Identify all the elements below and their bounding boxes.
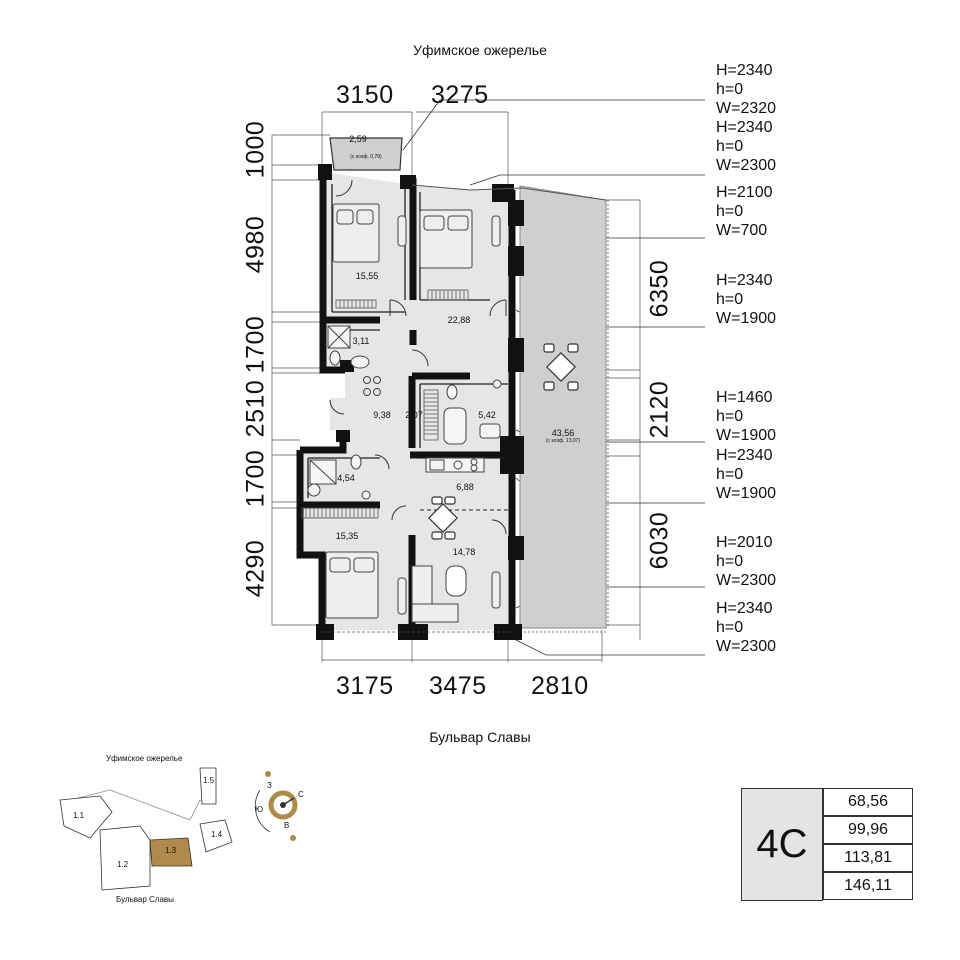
window-spec-7: H=2010 h=0 W=2300: [716, 534, 777, 589]
building-1-1: [59, 795, 113, 839]
minimap-label-1-5: 1.5: [203, 776, 215, 785]
doors: [329, 179, 507, 535]
dim-bottom-2: 3475: [429, 672, 487, 700]
apartment-card: 4С 68,56 99,96 113,81 146,11: [741, 788, 913, 902]
hall-circles: [363, 376, 381, 396]
window-spec-8: H=2340 h=0 W=2300: [716, 600, 777, 655]
apartment-floor: [300, 172, 512, 630]
window-spec-2: H=2340 h=0 W=2300: [716, 119, 777, 174]
dining-tables: [428, 343, 579, 540]
balcony-area: [329, 137, 403, 171]
area-value-4: 146,11: [823, 872, 913, 900]
closets: [301, 289, 469, 519]
compass-east: В: [284, 821, 290, 830]
street-bottom-label: Бульвар Славы: [429, 729, 531, 745]
room-area-terrace: 43,56: [551, 428, 575, 438]
dim-bottom-3: 2810: [531, 672, 589, 700]
window-spec-5: H=1460 h=0 W=1900: [716, 389, 777, 444]
terrace-area: [519, 185, 607, 629]
room-area-balcony: 2,59: [349, 134, 367, 144]
room-area-bedroom-3: 15,35: [335, 531, 359, 541]
room-area-bedroom-2: 22,88: [447, 315, 471, 325]
window-spec-6: H=2340 h=0 W=1900: [716, 447, 777, 502]
apartment-type: 4С: [756, 822, 808, 866]
room-area-bath-1: 3,11: [352, 336, 370, 346]
bath-fixtures: [307, 325, 502, 500]
building-1-3: [149, 837, 193, 867]
kitchen-counter: [425, 457, 485, 473]
room-area-living: 14,78: [452, 547, 476, 557]
room-note-terrace: (с коэф. 13,07): [545, 438, 581, 444]
window-spec-3: H=2100 h=0 W=700: [716, 184, 773, 239]
minimap-street-top: Уфимское ожерелье: [106, 754, 183, 763]
area-value-1: 68,56: [823, 788, 913, 816]
apartment-type-box: 4С: [741, 788, 823, 901]
minimap-street-bottom: Бульвар Славы: [116, 895, 174, 904]
minimap-label-1-3: 1.3: [165, 846, 177, 855]
compass-north: С: [298, 790, 304, 799]
minimap-label-1-1: 1.1: [73, 811, 85, 820]
building-1-2: [99, 825, 151, 891]
compass-south: Ю: [255, 805, 264, 814]
building-1-4: [199, 819, 233, 853]
dim-bottom-1: 3175: [336, 672, 394, 700]
room-area-kitchen: 6,88: [456, 482, 474, 492]
window-spec-4: H=2340 h=0 W=1900: [716, 272, 777, 327]
compass-west: З: [267, 781, 272, 790]
minimap-label-1-4: 1.4: [211, 830, 223, 839]
dimension-guides: [271, 111, 641, 662]
room-area-bath-2: 5,42: [478, 410, 496, 420]
room-note-balcony: (с коэф. 0,78): [350, 154, 382, 160]
beds: [325, 203, 501, 619]
street-top-label: Уфимское ожерелье: [413, 42, 547, 58]
room-area-closet: 2,07: [405, 410, 423, 420]
dim-top-1: 3150: [336, 81, 394, 109]
area-value-3: 113,81: [823, 844, 913, 872]
window-spec-1: H=2340 h=0 W=2320: [716, 62, 777, 117]
room-area-bath-3: 4,54: [337, 473, 355, 483]
dim-top-2: 3275: [431, 81, 489, 109]
columns: [316, 164, 524, 640]
minimap-label-1-2: 1.2: [117, 860, 129, 869]
site-map: [59, 767, 298, 891]
room-area-bedroom-1: 15,55: [355, 271, 379, 281]
building-1-5: [199, 767, 217, 805]
area-value-2: 99,96: [823, 816, 913, 844]
sofa: [411, 565, 467, 623]
room-area-hall: 9,38: [373, 410, 391, 420]
